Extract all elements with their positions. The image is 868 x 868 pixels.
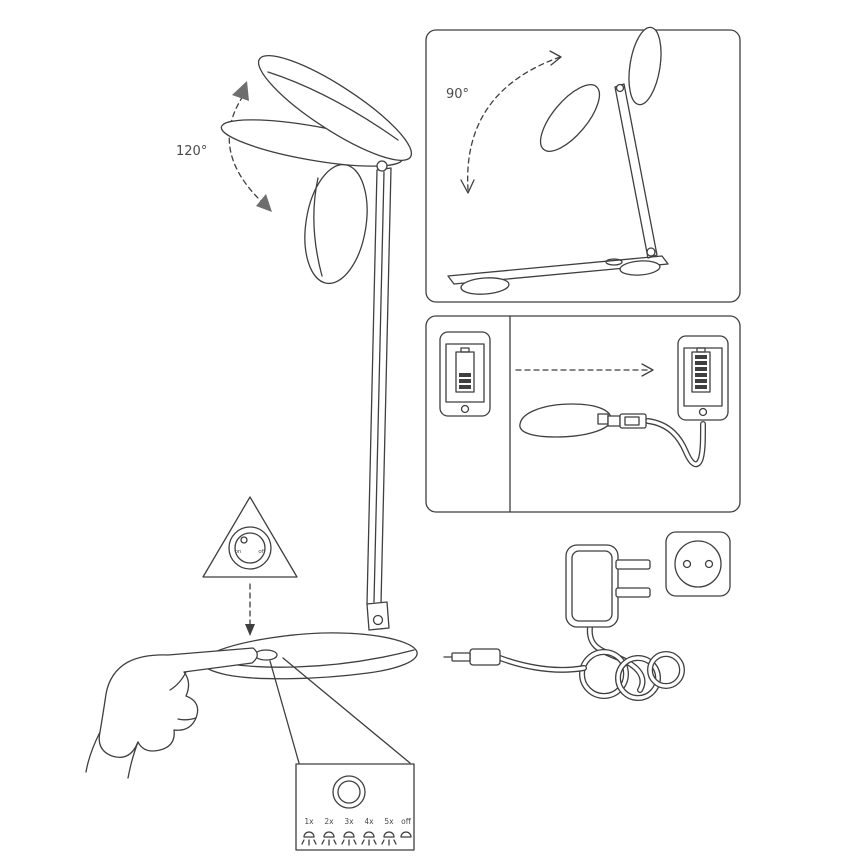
folded-arm [614,83,658,259]
hand-crease-1 [169,671,187,691]
lamp-off-icon [400,831,412,838]
folded-arm-hinge [646,247,656,257]
socket-hole-right [704,559,714,569]
socket-recess [674,540,722,588]
main-lamp-illustration: 120° [176,54,418,680]
lamp-rays-icon [381,831,397,846]
usb-cable [646,419,705,466]
cable-coil-loop-3 [648,652,684,688]
charge-arrow-head-icon [641,363,654,377]
hand-illustration [85,647,258,779]
lamp-pole-edge [373,171,385,603]
fold-arrow-down-icon [460,179,475,194]
lamp-shade [304,163,368,285]
battery-full-cap [696,347,706,353]
fold-arrow-right-icon [549,50,562,66]
battery-partial-cap [460,347,470,353]
fold-angle-panel: 90° [425,26,741,303]
cable-lead-out [498,656,586,672]
lamp-rays-icon [341,831,357,846]
svg-text:off: off [401,817,412,826]
touch-dial-ring [234,532,266,564]
dc-connector-tip [451,652,471,662]
brightness-level-off: off [400,817,412,838]
rotation-label-90: 90° [446,87,469,102]
folded-base-foot-right [619,260,661,276]
cable-coil-loop-1 [580,650,628,698]
wrist-line-2 [127,741,139,779]
adapter-pin-top [615,559,651,570]
lamp-rays-icon [321,831,337,846]
lamp-head-upper-line [267,71,399,141]
rotation-label-120: 120° [176,144,207,159]
fold-arc-90 [467,56,561,191]
dial-pointer-arrow-icon [245,624,255,636]
brightness-level-4: 4x [361,817,377,846]
rotation-arrow-up-icon [232,81,249,101]
adapter-pin-bottom [615,587,651,598]
touch-button [254,649,278,661]
detail-dial-outer [332,775,366,809]
rotation-arc-120 [228,95,263,203]
phone-left-home-button [460,404,470,414]
power-adapter-illustration [443,531,731,701]
pointing-hand-icon [98,647,258,759]
phone-right [677,335,729,421]
usb-plug-icon [619,413,647,429]
svg-text:4x: 4x [364,817,374,826]
dc-connector-icon [469,648,501,666]
detail-dial-inner [337,780,361,804]
folded-head-tilted [539,84,601,152]
socket-hole-left [682,559,692,569]
wrist-line-1 [85,731,101,773]
brightness-level-2: 2x [321,817,337,846]
folded-head-pivot [615,83,625,93]
power-adapter-icon [565,544,619,628]
folded-base-detail [605,258,623,266]
usb-plug-tip [607,415,621,427]
leader-line-right [282,657,411,764]
rotation-arrow-down-icon [256,194,272,212]
brightness-level-5: 5x [381,817,397,846]
dial-on-label: on [235,549,242,555]
folded-base-foot-left [460,277,510,295]
lamp-joint-screw [372,614,384,626]
dial-off-label: off [258,549,265,555]
lamp-rays-icon [301,831,317,846]
svg-text:1x: 1x [304,817,314,826]
brightness-detail-panel: 1x 2x 3x 4x 5x [269,657,415,851]
svg-text:5x: 5x [384,817,394,826]
cable-coil-loop-2 [616,656,660,700]
phone-left-screen [445,343,485,403]
leader-line-left [269,660,300,764]
folded-base [447,255,669,285]
svg-text:3x: 3x [344,817,354,826]
adapter-inner-contour [571,550,613,622]
fold-panel-frame [425,29,741,303]
svg-text:2x: 2x [324,817,334,826]
lamp-shade-line [313,177,323,277]
lamp-head-pivot [376,160,388,172]
touch-dial-knob [240,536,248,544]
usb-plug-detail [624,416,640,426]
brightness-level-3: 3x [341,817,357,846]
lamp-head-upper [257,54,413,162]
brightness-level-1: 1x [301,817,317,846]
lamp-base [200,632,418,680]
lamp-rays-icon [361,831,377,846]
usb-charging-panel [425,315,741,513]
touch-dial-callout: on off [202,496,298,636]
usb-port [597,413,609,425]
folded-head-vertical [628,26,662,106]
hand-crease-2 [177,717,197,721]
phone-right-home-button [698,407,708,417]
